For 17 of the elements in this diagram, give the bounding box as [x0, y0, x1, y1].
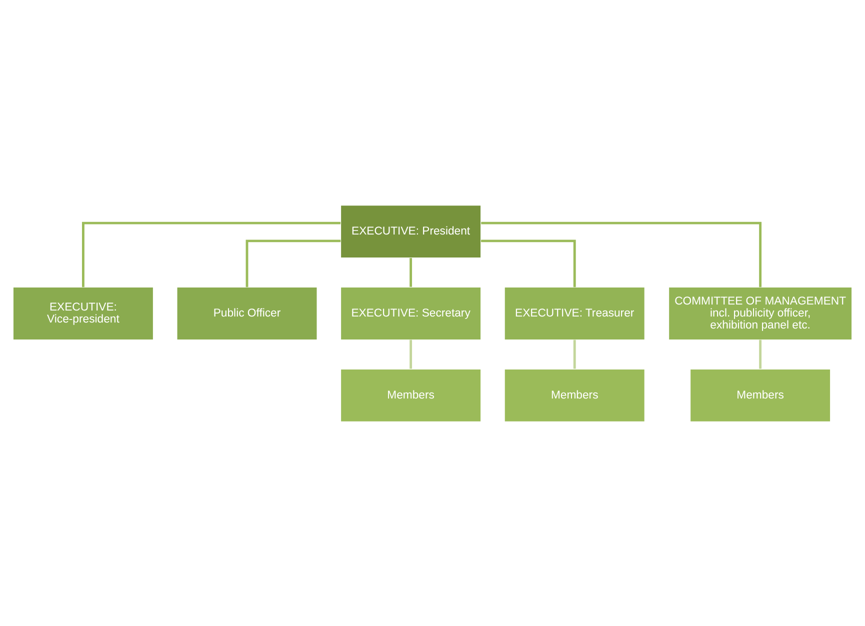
node-box: EXECUTIVE: Treasurer: [504, 286, 646, 340]
connector: [481, 221, 762, 287]
connector: [481, 239, 576, 287]
connector: [410, 257, 412, 286]
node-box: EXECUTIVE: Vice-president: [12, 286, 154, 340]
node-box: Members: [504, 368, 646, 422]
connector: [410, 339, 412, 368]
connector: [573, 339, 576, 368]
connector: [82, 221, 341, 287]
node-box: Members: [690, 368, 831, 422]
connector: [246, 239, 341, 287]
connector: [759, 339, 762, 368]
node-box: COMMITTEE OF MANAGEMENT incl. publicity officer, exhibition panel etc.: [668, 286, 852, 340]
node-box: EXECUTIVE: President: [340, 204, 482, 258]
node-box: EXECUTIVE: Secretary: [340, 286, 482, 340]
node-box: Public Officer: [176, 286, 318, 340]
node-box: Members: [340, 368, 482, 422]
